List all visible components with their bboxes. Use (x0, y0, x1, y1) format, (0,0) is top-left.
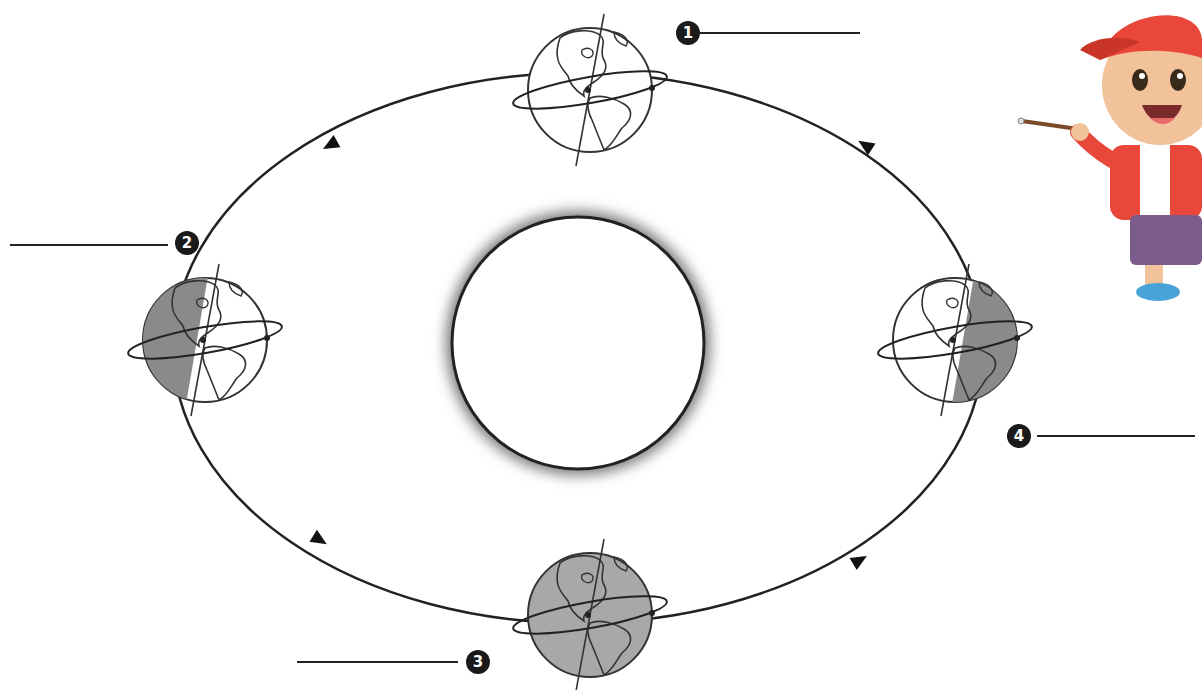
answer-line (700, 32, 860, 34)
callout-number: 2 (175, 231, 199, 255)
orbit-arrow (854, 135, 875, 155)
earth (876, 264, 1035, 416)
callout-number: 3 (466, 650, 490, 674)
answer-line (297, 661, 458, 663)
callout-number: 1 (676, 21, 700, 45)
earth (125, 264, 284, 416)
orbit-arrow (850, 550, 871, 570)
answer-line (1037, 435, 1195, 437)
earth (511, 14, 669, 166)
earth (511, 539, 669, 690)
callout-number: 4 (1007, 424, 1031, 448)
sun-glow (446, 211, 710, 475)
orbit-arrow (320, 135, 341, 155)
cartoon-boy (1018, 15, 1202, 301)
answer-line (10, 244, 168, 246)
sun (452, 217, 704, 469)
orbit-arrow (310, 530, 331, 550)
